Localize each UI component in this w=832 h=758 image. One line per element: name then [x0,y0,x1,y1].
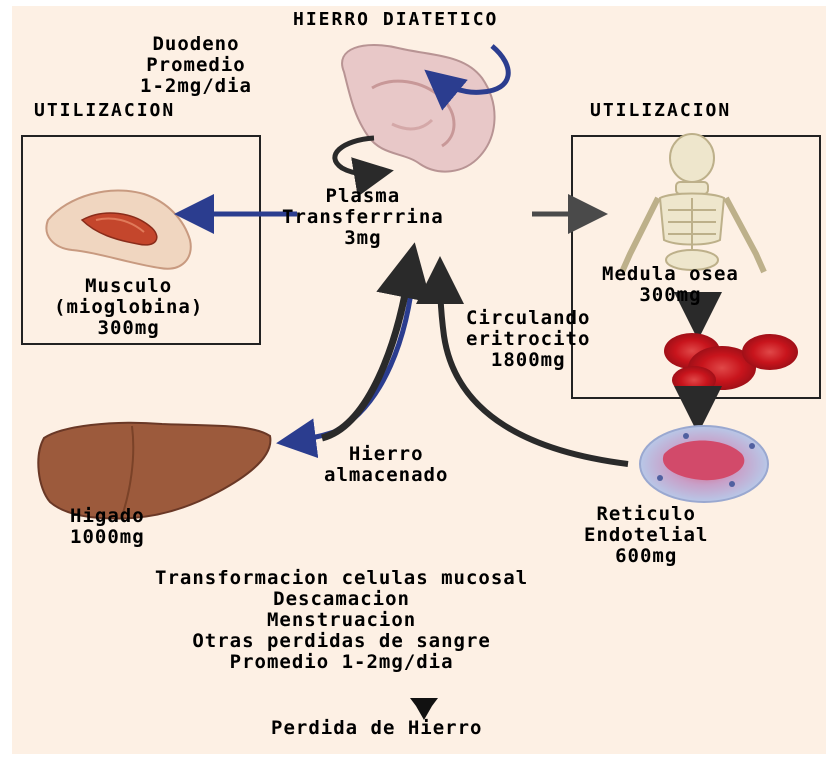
perdida-descamacion-line: Descamacion [155,589,528,610]
perdida-promedio-line: Promedio 1-2mg/dia [155,652,528,673]
plasma-line: Plasma [282,186,444,207]
higado-label: Higado 1000mg [70,506,145,548]
circulando-amount-line: 1800mg [466,350,590,371]
utilizacion-right-label: UTILIZACION [590,100,731,121]
duodeno-promedio-line: Promedio [140,55,252,76]
arm-muscle-icon [46,190,190,268]
plasma-label: Plasma Transferrrina 3mg [282,186,444,249]
musculo-label: Musculo (mioglobina) 300mg [54,276,203,339]
duodeno-line: Duodeno [140,34,252,55]
higado-line: Higado [70,506,145,527]
utilizacion-left-label: UTILIZACION [34,100,175,121]
endotelial-line: Endotelial [584,525,708,546]
perdida-otras-line: Otras perdidas de sangre [155,631,528,652]
mioglobina-line: (mioglobina) [54,297,203,318]
duodeno-label: Duodeno Promedio 1-2mg/dia [140,34,252,97]
almacenado-label: Hierro almacenado [324,444,448,486]
musculo-amount-line: 300mg [54,318,203,339]
plasma-amount-line: 3mg [282,228,444,249]
perdida-menstruacion-line: Menstruacion [155,610,528,631]
circulando-label: Circulando eritrocito 1800mg [466,308,590,371]
medula-amount-line: 300mg [602,285,739,306]
hierro-line: Hierro [324,444,448,465]
reticulo-amount-line: 600mg [584,546,708,567]
medula-line: Medula osea [602,264,739,285]
red-blood-cells-icon [664,333,798,394]
plasma-to-liver-arrow [286,268,414,442]
reticuloendothelial-cell-icon [640,426,768,502]
reticulo-line: Reticulo [584,504,708,525]
reticulo-label: Reticulo Endotelial 600mg [584,504,708,567]
musculo-line: Musculo [54,276,203,297]
skeleton-icon [622,134,764,272]
higado-amount-line: 1000mg [70,527,145,548]
perdidas-list: Transformacion celulas mucosal Descamaci… [155,568,528,673]
almacenado-line: almacenado [324,465,448,486]
medula-label: Medula osea 300mg [602,264,739,306]
title: HIERRO DIATETICO [293,9,498,30]
iron-cycle-diagram: HIERRO DIATETICO Duodeno Promedio 1-2mg/… [12,6,826,754]
duodeno-rate-line: 1-2mg/dia [140,76,252,97]
circulando-line: Circulando [466,308,590,329]
perdida-hierro-label: Perdida de Hierro [271,718,482,739]
eritrocito-line: eritrocito [466,329,590,350]
stomach-duodenum-icon [342,45,494,172]
transferrina-line: Transferrrina [282,207,444,228]
perdida-mucosal-line: Transformacion celulas mucosal [155,568,528,589]
